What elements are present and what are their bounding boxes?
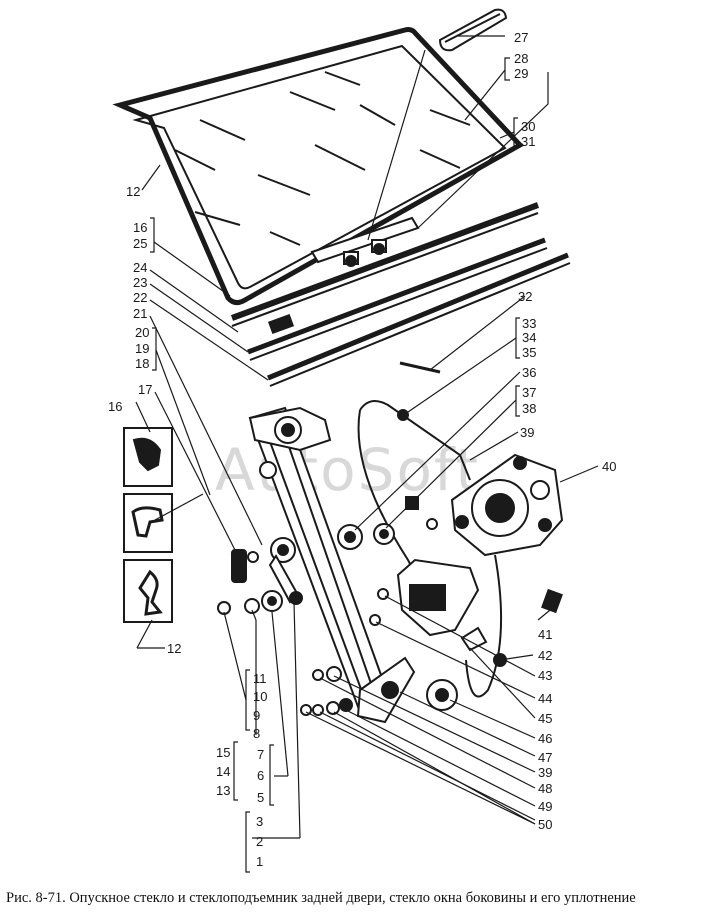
label-45: 45 [538,711,552,726]
label-47: 47 [538,750,552,765]
regulator-motor [450,453,564,557]
label-39-bottom: 39 [538,765,552,780]
label-9: 9 [253,708,260,723]
label-27: 27 [514,30,528,45]
label-44: 44 [538,691,552,706]
drive-bracket [369,558,563,711]
label-41: 41 [538,627,552,642]
label-17: 17 [138,382,152,397]
middle-fasteners [337,361,441,550]
glass-lift-rail [310,216,420,267]
label-35: 35 [522,345,536,360]
label-36: 36 [522,365,536,380]
label-34: 34 [522,330,536,345]
label-48: 48 [538,781,552,796]
label-30: 30 [521,119,535,134]
watermark: AutoSoft [215,436,480,504]
label-20: 20 [135,325,149,340]
regulator-small-parts [217,537,353,716]
window-regulator [248,406,416,724]
label-28: 28 [514,51,528,66]
regulator-cable [357,400,507,698]
label-16-inset: 16 [108,399,122,414]
label-18: 18 [135,356,149,371]
part-labels: 27 28 29 30 31 12 16 25 24 23 22 21 20 1… [108,30,616,869]
label-7: 7 [257,747,264,762]
label-31: 31 [521,134,535,149]
label-40: 40 [602,459,616,474]
leader-lines [135,35,599,873]
label-2: 2 [256,834,263,849]
label-49: 49 [538,799,552,814]
label-33: 33 [522,316,536,331]
label-8: 8 [253,726,260,741]
label-6: 6 [257,768,264,783]
label-24: 24 [133,260,147,275]
label-29: 29 [514,66,528,81]
label-14: 14 [216,764,230,779]
label-23: 23 [133,275,147,290]
label-46: 46 [538,731,552,746]
label-21: 21 [133,306,147,321]
label-12-inset: 12 [167,641,181,656]
label-19: 19 [135,341,149,356]
label-5: 5 [257,790,264,805]
label-25: 25 [133,236,147,251]
label-15: 15 [216,745,230,760]
label-11: 11 [253,671,267,686]
label-42: 42 [538,648,552,663]
door-glass [112,27,525,306]
belt-seals [230,202,571,387]
label-3: 3 [256,814,263,829]
seal-profile-insets [123,427,173,623]
label-32: 32 [518,289,532,304]
label-13: 13 [216,783,230,798]
label-22: 22 [133,290,147,305]
label-16-top: 16 [133,220,147,235]
label-39-top: 39 [520,425,534,440]
label-12-top: 12 [126,184,140,199]
label-37: 37 [522,385,536,400]
label-38: 38 [522,401,536,416]
label-50: 50 [538,817,552,832]
top-run-channel [438,8,508,52]
label-43: 43 [538,668,552,683]
label-10: 10 [253,689,267,704]
figure-caption: Рис. 8-71. Опускное стекло и стеклоподъе… [6,890,636,906]
label-1: 1 [256,854,263,869]
